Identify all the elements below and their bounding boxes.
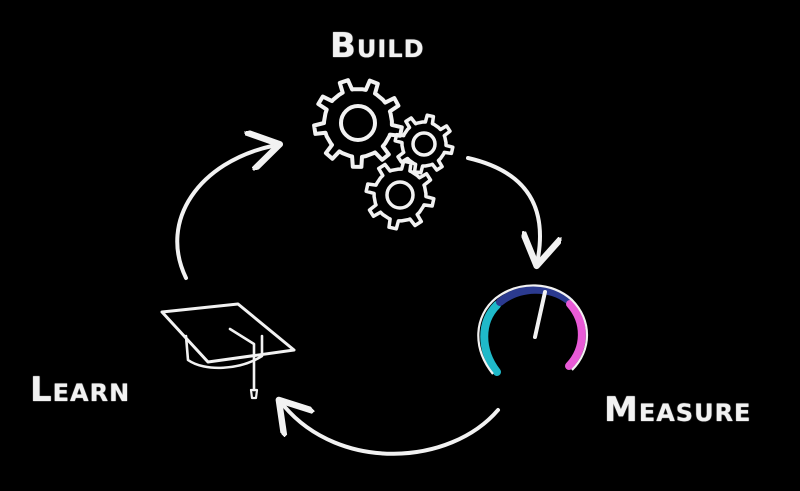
graduation-cap-icon [160,302,296,400]
gauge-outline [477,284,589,375]
gauge-arc-pink [565,300,586,370]
arrow-build-to-measure [466,156,540,258]
gear-large-icon [312,78,404,169]
arrow-learn-to-build [175,146,272,280]
cap-base [184,334,264,370]
gauge-icon [477,284,589,376]
gauge-arc-navy [496,285,572,306]
gears-icon [312,78,455,231]
gear-small-icon [393,113,455,175]
gauge-arc-cyan [480,301,501,376]
cap-tassel [228,327,256,392]
cap-tassel-end [249,388,259,400]
gauge-needle [533,290,547,339]
arrow-measure-to-learn [284,406,500,456]
gear-medium-icon [364,159,436,231]
stage-label-build: Build [330,26,425,66]
stage-label-measure: Measure [604,390,752,430]
cap-board [160,302,296,364]
stage-label-learn: Learn [30,370,131,410]
